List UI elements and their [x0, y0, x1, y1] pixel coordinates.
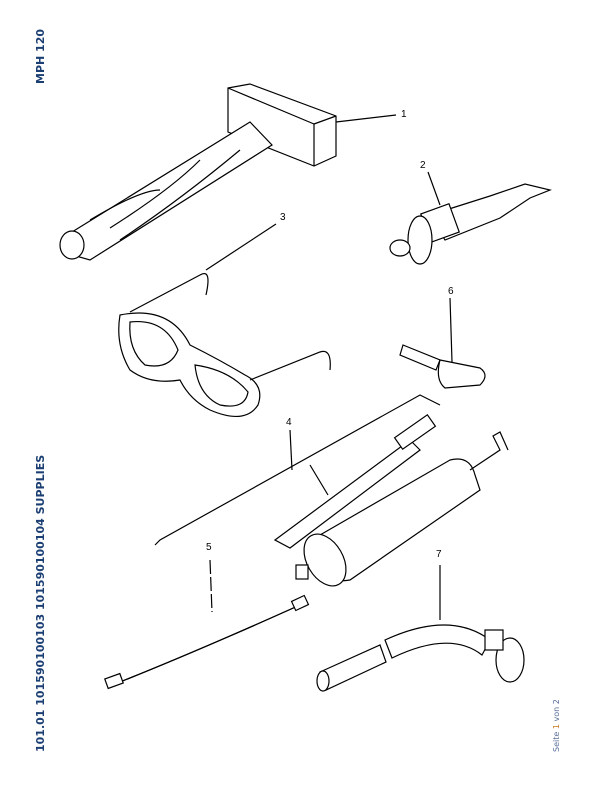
callout-1: 1: [401, 109, 407, 120]
callout-6: 6: [448, 286, 454, 297]
safety-glasses-icon: [118, 273, 331, 417]
key-icon: [399, 344, 486, 389]
callout-2: 2: [420, 160, 426, 171]
callout-7: 7: [436, 549, 442, 560]
callout-4: 4: [286, 417, 292, 428]
hammer-icon: [59, 83, 337, 261]
grease-gun-icon: [154, 394, 509, 587]
nozzle-icon: [389, 183, 552, 265]
callout-5: 5: [206, 542, 212, 553]
flexible-hose-icon: [104, 594, 310, 690]
bent-tube-icon: [316, 624, 525, 692]
callout-3: 3: [280, 212, 286, 223]
